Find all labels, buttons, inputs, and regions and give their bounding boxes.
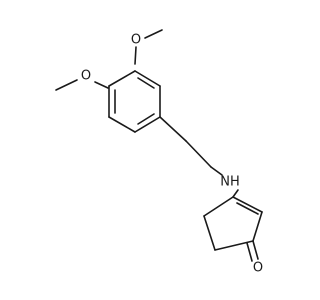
ring-double-1 [137, 77, 155, 89]
bond-ring-ch2 [159, 116, 187, 142]
bond-o-top-ring [134, 46, 137, 65]
bond-ketone-2 [246, 242, 253, 262]
bond-ketone-1 [252, 240, 259, 260]
bond-o-left-ring [94, 81, 109, 89]
amine-nh-label: NH [220, 175, 240, 190]
bond-ch2-nh [210, 166, 223, 176]
oxygen-top-label: O [131, 33, 141, 48]
ring5-bond-2 [252, 211, 263, 242]
molecule-structure-diagram: O O NH O [55, 29, 263, 276]
oxygen-left-label: O [81, 69, 91, 84]
oxygen-ketone-label: O [253, 261, 263, 276]
bond-ch2-ch2 [185, 140, 212, 168]
ring5-bond-5 [203, 196, 234, 217]
ring-bond-4 [108, 116, 136, 133]
bond-nh-c3 [232, 189, 239, 198]
ring5-bond-4 [203, 215, 216, 251]
bond-methyl-top [144, 29, 163, 39]
ring-bond-1 [134, 70, 161, 87]
ring-bond-3 [134, 116, 161, 133]
bond-methyl-left [55, 79, 78, 91]
ring-double-2 [137, 113, 155, 125]
ring-bond-6 [108, 70, 136, 87]
ring5-double [236, 202, 259, 215]
ring5-bond-1 [232, 196, 263, 213]
